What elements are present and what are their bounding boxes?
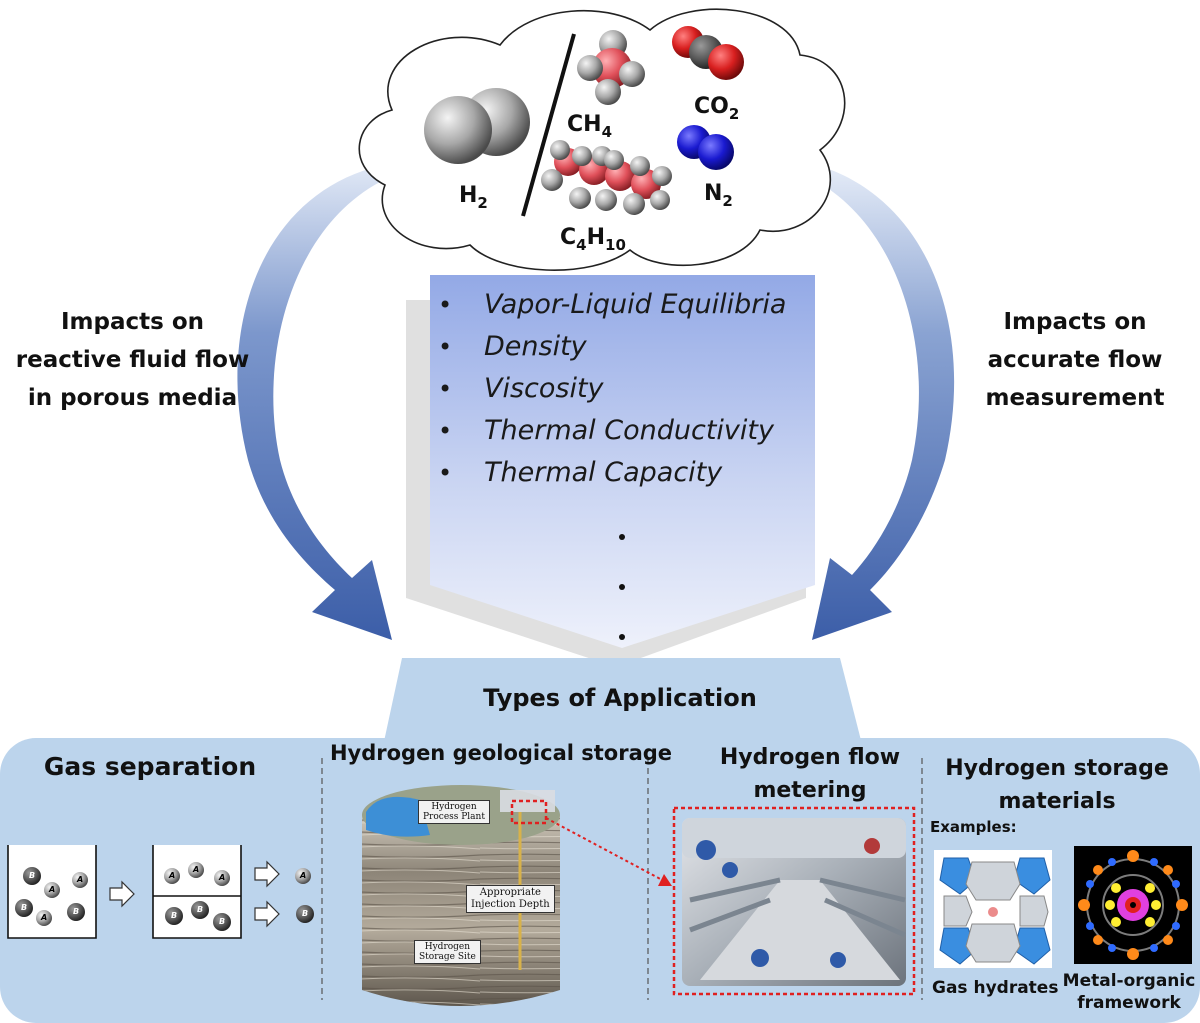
c4h10-label: C4H10 <box>560 225 626 254</box>
storage-site-callout: Hydrogen Storage Site <box>414 940 481 964</box>
particle-label-a: A <box>41 913 48 922</box>
gas-hydrates-illustration <box>934 850 1052 968</box>
property-item: Vapor-Liquid Equilibria <box>432 284 786 326</box>
n2-label: N2 <box>704 181 733 210</box>
n2-molecule-icon <box>677 125 734 170</box>
property-item: Density <box>432 326 786 368</box>
application-header-bg <box>380 658 866 760</box>
particle-label-a: A <box>300 871 307 880</box>
particle-label-b: B <box>302 909 309 918</box>
property-list: Vapor-Liquid Equilibria Density Viscosit… <box>432 284 786 494</box>
right-impact-text: Impacts on accurate flow measurement <box>985 309 1165 411</box>
ellipsis-dot <box>619 584 625 590</box>
flow-metering-illustration <box>672 806 916 996</box>
ellipsis-dot <box>619 634 625 640</box>
applications-header: Types of Application <box>483 684 757 712</box>
connector-arrowhead <box>658 874 672 886</box>
particle-label-b: B <box>197 905 204 914</box>
process-plant-highlight <box>510 799 548 825</box>
particle-label-b: B <box>29 871 36 880</box>
particle-label-b: B <box>219 917 226 926</box>
property-item: Thermal Conductivity <box>432 410 786 452</box>
h2-molecule-icon <box>424 88 530 164</box>
particle-label-a: A <box>169 871 176 880</box>
particle-label-a: A <box>77 875 84 884</box>
process-plant-callout: Hydrogen Process Plant <box>418 800 490 824</box>
c4h10-molecule-icon <box>541 140 672 215</box>
particle-label-a: A <box>49 885 56 894</box>
particle-label-a: A <box>193 865 200 874</box>
particle-label-b: B <box>171 911 178 920</box>
left-impact-text: Impacts on reactive fluid flow in porous… <box>15 309 250 411</box>
mof-illustration <box>1074 846 1192 964</box>
geological-storage-title: Hydrogen geological storage <box>329 741 673 765</box>
storage-materials-title: Hydrogen storage materials <box>945 756 1169 814</box>
injection-depth-callout: Appropriate Injection Depth <box>466 885 555 913</box>
ch4-label: CH4 <box>567 112 612 141</box>
gas-separation-illustration <box>7 845 314 939</box>
property-item: Viscosity <box>432 368 786 410</box>
right-curved-arrow <box>812 168 955 640</box>
geological-storage-illustration <box>362 785 560 1006</box>
output-a-arrow-icon <box>254 860 280 888</box>
particle-label-a: A <box>219 873 226 882</box>
ch4-molecule-icon <box>577 30 645 105</box>
h2-label: H2 <box>459 183 488 212</box>
connector-arrow <box>545 817 667 883</box>
gas-separation-title: Gas separation <box>43 752 257 781</box>
co2-molecule-icon <box>672 26 744 80</box>
output-b-arrow-icon <box>254 900 280 928</box>
mof-label: Metal-organic framework <box>1062 971 1196 1013</box>
separation-arrow-icon <box>109 880 135 908</box>
cloud-separator-line <box>521 33 576 217</box>
examples-label: Examples: <box>930 818 1017 836</box>
particle-label-b: B <box>73 907 80 916</box>
left-curved-arrow <box>237 168 392 640</box>
property-item: Thermal Capacity <box>432 452 786 494</box>
flow-metering-title: Hydrogen flow metering <box>719 745 901 803</box>
co2-label: CO2 <box>694 94 740 123</box>
ellipsis-dot <box>619 534 625 540</box>
particle-label-b: B <box>21 903 28 912</box>
gas-hydrates-label: Gas hydrates <box>932 978 1059 998</box>
